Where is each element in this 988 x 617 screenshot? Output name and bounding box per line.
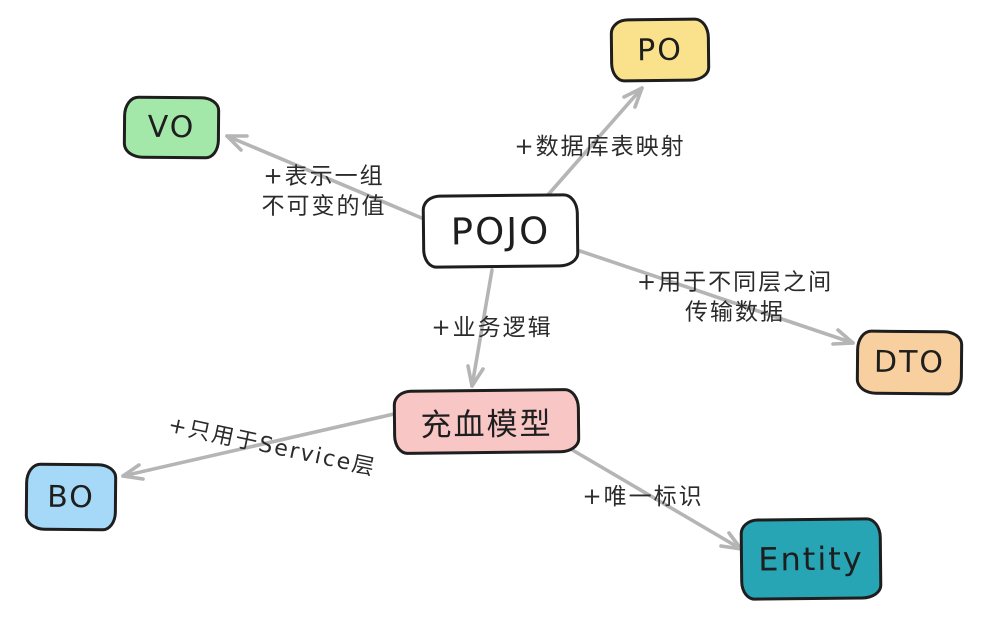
edge-label-line: 不可变的值 — [261, 194, 387, 220]
node-rich-model-label: 充血模型 — [420, 406, 553, 444]
node-entity-label: Entity — [758, 539, 864, 579]
node-po[interactable]: PO — [609, 17, 711, 83]
edge-label-line: +用于不同层之间 — [636, 269, 834, 296]
edge-line — [225, 134, 426, 221]
edge-label-line: 传输数据 — [685, 300, 785, 326]
edge-label-line: +表示一组 — [263, 163, 385, 190]
arrowhead-icon — [466, 364, 485, 388]
edge-label-line: +业务逻辑 — [431, 314, 553, 341]
edge-label-pojo-vo[interactable]: +表示一组 不可变的值 — [262, 162, 387, 223]
edge-pojo-dto[interactable] — [578, 249, 855, 346]
edge-label-pojo-rich-model[interactable]: +业务逻辑 — [431, 313, 552, 343]
arrowhead-icon — [121, 463, 145, 481]
edge-label-line: +数据库表映射 — [514, 133, 686, 160]
node-entity[interactable]: Entity — [739, 517, 883, 601]
node-pojo-label: POJO — [450, 208, 551, 254]
arrowhead-icon — [225, 134, 249, 152]
edge-pojo-rich-model[interactable] — [466, 268, 494, 388]
edge-label-line: +唯一标识 — [582, 483, 704, 510]
node-dto-label: DTO — [873, 344, 946, 381]
edge-line — [470, 268, 494, 388]
edge-line — [545, 86, 644, 198]
edge-line — [121, 412, 396, 478]
node-pojo[interactable]: POJO — [421, 193, 580, 269]
node-dto[interactable]: DTO — [855, 329, 964, 396]
edge-pojo-vo[interactable] — [225, 134, 426, 221]
edge-rich-model-bo[interactable] — [121, 412, 396, 481]
node-bo[interactable]: BO — [24, 462, 118, 532]
arrowhead-icon — [622, 86, 644, 109]
edge-pojo-po[interactable] — [545, 86, 644, 198]
edge-line — [578, 249, 855, 345]
node-vo-label: VO — [147, 109, 196, 146]
edge-label-pojo-po[interactable]: +数据库表映射 — [514, 132, 685, 162]
edge-line — [567, 446, 743, 551]
edge-label-pojo-dto[interactable]: +用于不同层之间 传输数据 — [637, 268, 833, 329]
node-vo[interactable]: VO — [122, 95, 221, 160]
node-po-label: PO — [636, 32, 684, 68]
node-bo-label: BO — [47, 479, 95, 515]
arrowhead-icon — [831, 328, 855, 346]
node-rich-model[interactable]: 充血模型 — [392, 388, 581, 455]
edge-label-rich-model-entity[interactable]: +唯一标识 — [582, 482, 703, 512]
